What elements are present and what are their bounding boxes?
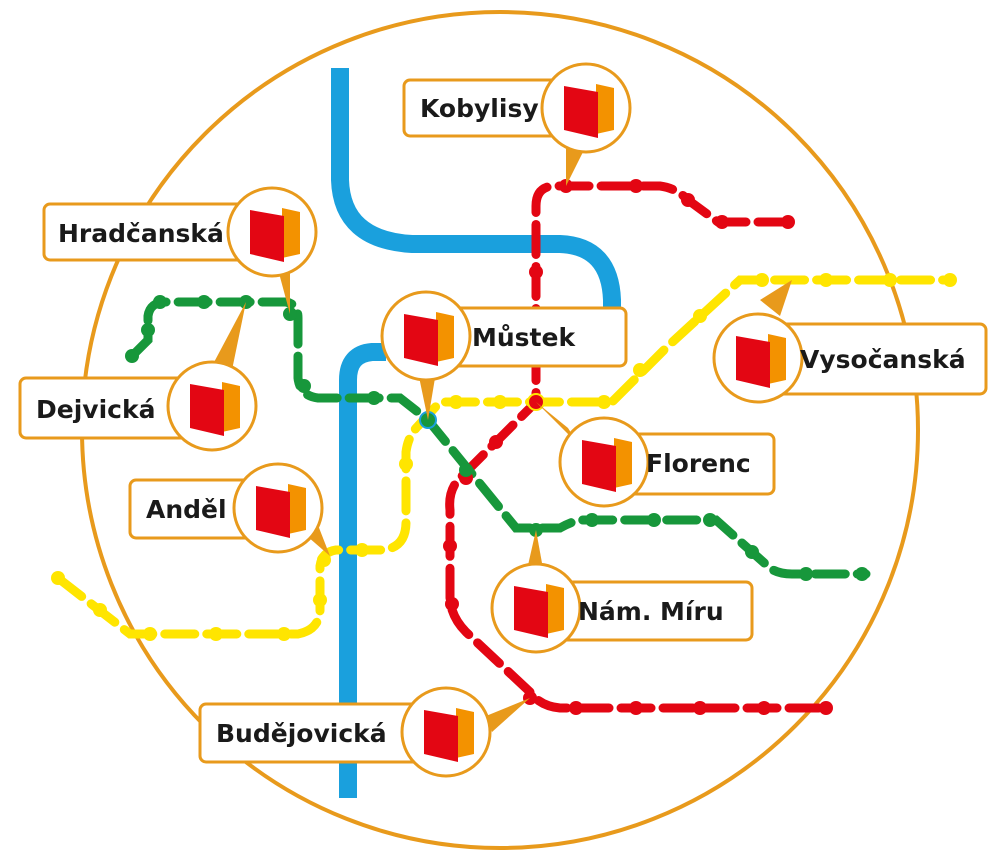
station-andel[interactable]: Anděl [128,462,330,556]
metro-logo-icon [404,312,454,366]
station-florenc[interactable]: Florenc [536,402,776,508]
metro-logo-icon [582,438,632,492]
station-label-florenc: Florenc [646,449,751,478]
station-mustek[interactable]: Můstek [380,290,628,420]
metro-logo-icon [514,584,564,638]
station-label-kobylisy: Kobylisy [420,94,539,123]
station-kobylisy[interactable]: Kobylisy [402,62,632,186]
station-label-vysocanska: Vysočanská [800,345,966,374]
line-blue [331,68,621,330]
station-label-dejvicka: Dejvická [36,395,155,424]
station-hradcanska[interactable]: Hradčanská [42,186,318,314]
metro-logo-icon [190,382,240,436]
station-vysocanska[interactable]: Vysočanská [712,280,988,404]
metro-logo-icon [736,334,786,388]
station-label-budejovicka: Budějovická [216,719,387,748]
metro-logo-icon [424,708,474,762]
station-nam-miru[interactable]: Nám. Míru [490,530,754,654]
station-label-hradcanska: Hradčanská [58,219,224,248]
line-blue-south [339,343,386,798]
station-dots [51,179,957,715]
metro-logo-icon [564,84,614,138]
line-yellow [53,275,957,639]
metro-logo-icon [250,208,300,262]
station-budejovicka[interactable]: Budějovická [198,686,530,778]
station-label-nam-miru: Nám. Míru [578,597,724,626]
station-dejvicka[interactable]: Dejvická [18,302,258,452]
station-label-mustek: Můstek [472,323,576,352]
station-label-andel: Anděl [146,495,227,524]
metro-logo-icon [256,484,306,538]
